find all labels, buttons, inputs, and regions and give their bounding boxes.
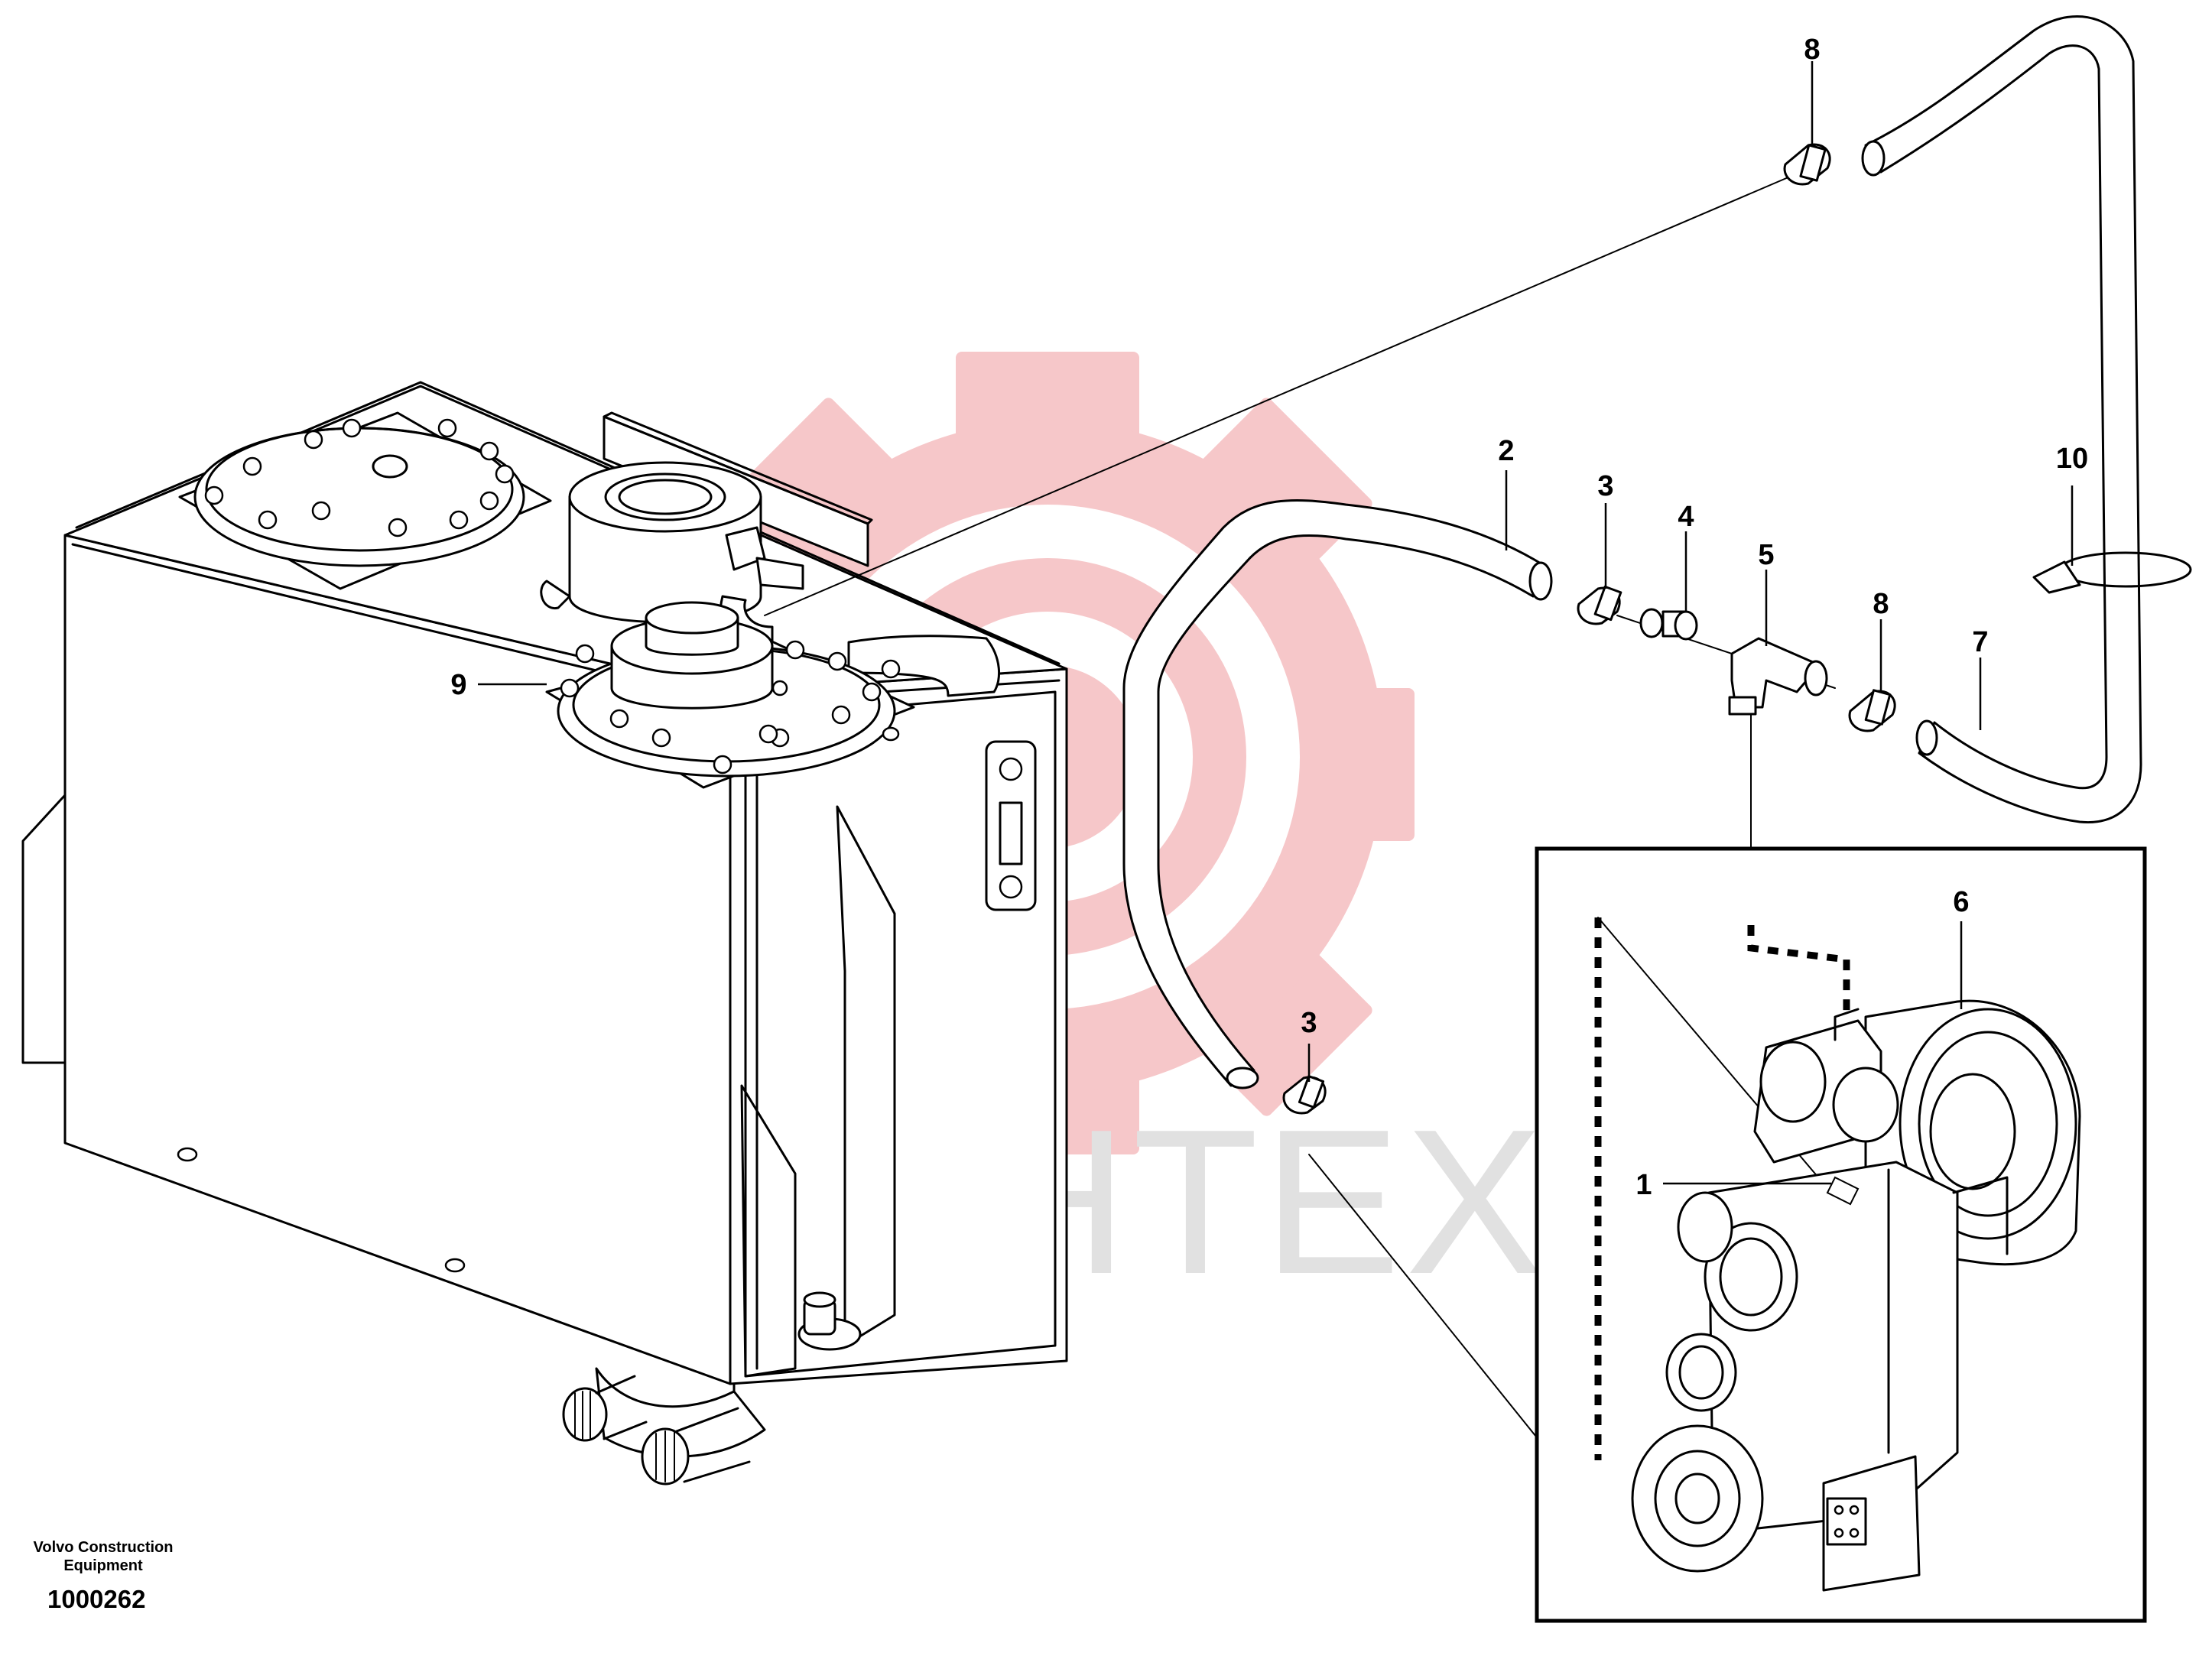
clamp-3-upper: [1577, 585, 1622, 625]
callout-9: 9: [450, 669, 466, 701]
callout-4: 4: [1678, 501, 1694, 533]
callout-7: 7: [1972, 626, 1988, 658]
callout-1: 1: [1635, 1169, 1652, 1201]
clamp-8-upper: [1783, 143, 1831, 186]
callout-3-upper: 3: [1597, 470, 1613, 502]
hydraulic-tank: [21, 381, 1068, 1486]
outlet-pipe-right: [641, 1407, 751, 1486]
callout-3-lower: 3: [1301, 1007, 1317, 1039]
clamp-3-lower: [1282, 1075, 1327, 1115]
leader-lines: [478, 61, 2074, 1185]
callout-8-lower: 8: [1873, 588, 1889, 620]
callout-8-upper: 8: [1804, 34, 1820, 66]
breather-filter: [540, 461, 804, 624]
cable-tie: [2032, 551, 2192, 594]
outlet-pipe-left: [562, 1375, 648, 1442]
elbow-5: [1728, 637, 1828, 716]
company-name-line1: Volvo Construction: [34, 1539, 174, 1556]
lower-hose: [1122, 498, 1553, 1089]
callout-10: 10: [2056, 443, 2088, 475]
inset-transmission: [1535, 846, 2147, 1623]
drawing-number: 1000262: [47, 1585, 145, 1613]
callout-6: 6: [1953, 886, 1969, 918]
upper-hose: [1861, 15, 2142, 824]
company-name-line2: Equipment: [63, 1557, 143, 1574]
callout-2: 2: [1498, 435, 1514, 467]
callout-5: 5: [1758, 539, 1774, 571]
nipple-4: [1639, 608, 1698, 641]
clamp-8-lower: [1848, 689, 1896, 732]
